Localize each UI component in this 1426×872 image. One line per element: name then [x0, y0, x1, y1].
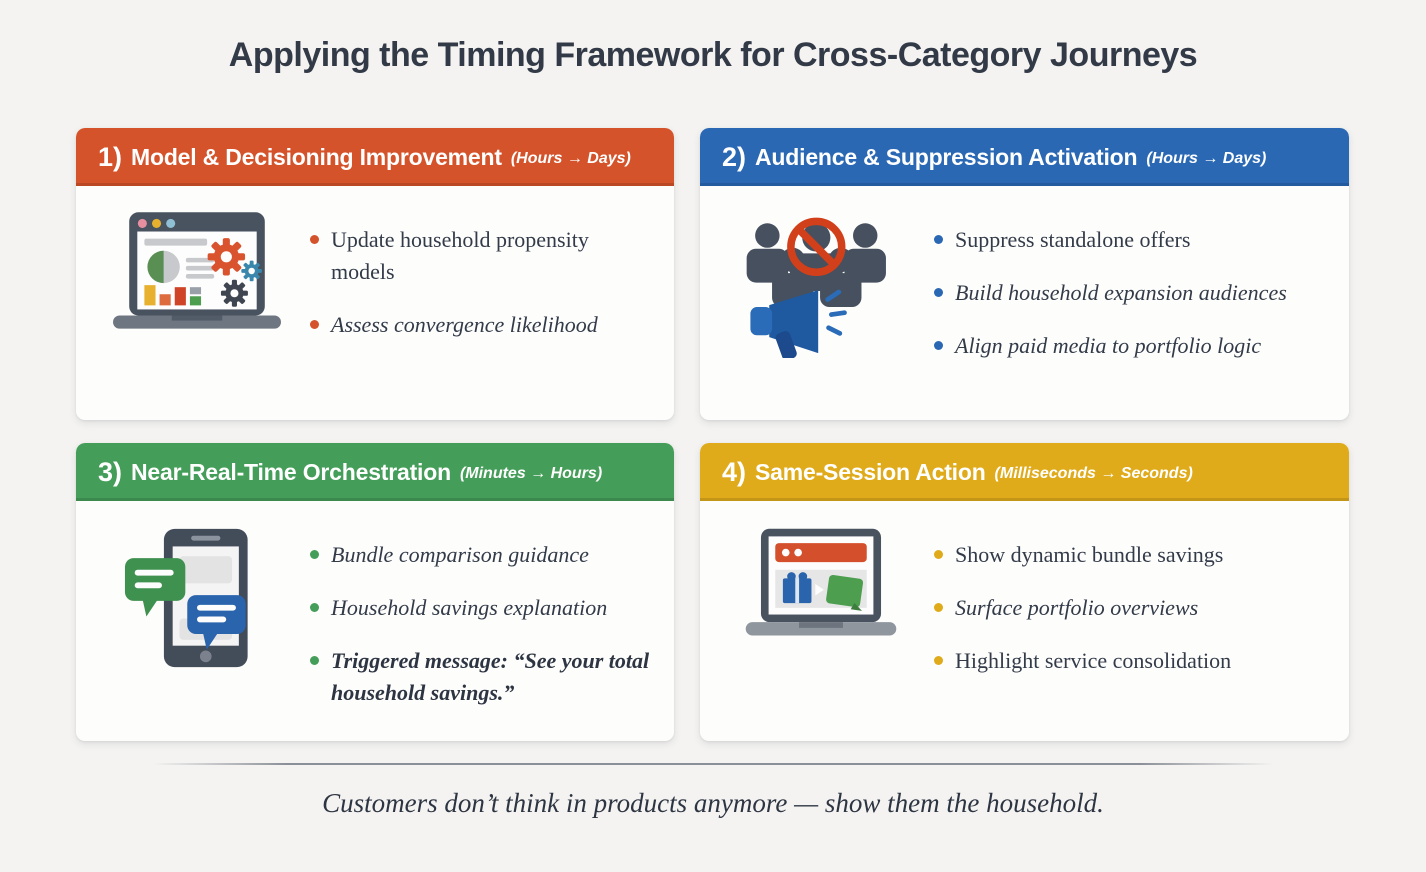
bullet-item: Update household propensity models [310, 224, 656, 288]
bullet-text: Surface portfolio overviews [955, 594, 1199, 620]
card-header: 2) Audience & Suppression Activation (Ho… [700, 128, 1349, 186]
bullet-list: Suppress standalone offers Build househo… [934, 224, 1331, 383]
bullet-item: Assess convergence likelihood [310, 309, 656, 341]
bullet-item: Highlight service consolidation [934, 645, 1331, 677]
bullet-dot [310, 550, 319, 559]
bullet-item: Suppress standalone offers [934, 224, 1331, 256]
bullet-dot [934, 655, 943, 665]
cards-grid: 1) Model & Decisioning Improvement (Hour… [76, 128, 1349, 741]
card-header: 1) Model & Decisioning Improvement (Hour… [76, 128, 674, 186]
card-audience-suppression: 2) Audience & Suppression Activation (Ho… [700, 128, 1349, 420]
bullet-text: Build household expansion audiences [955, 279, 1287, 305]
card-body: Suppress standalone offers Build househo… [700, 186, 1349, 420]
bullet-text: Highlight service consolidation [955, 647, 1232, 673]
bullet-text: Show dynamic bundle savings [955, 542, 1224, 567]
bullet-item: Show dynamic bundle savings [934, 539, 1331, 571]
phone-chat-icon [102, 523, 292, 671]
bullet-text: Suppress standalone offers [955, 227, 1191, 252]
bullet-text: Assess convergence likelihood [331, 311, 598, 337]
bullet-dot [310, 602, 319, 612]
bullet-text: Update household propensity models [331, 227, 589, 284]
card-title: Model & Decisioning Improvement [131, 143, 502, 170]
bullet-dot [934, 602, 943, 612]
audience-suppression-icon [726, 208, 916, 358]
bullet-item: Surface portfolio overviews [934, 592, 1331, 624]
bullet-dot [310, 319, 319, 329]
bullet-item: Align paid media to portfolio logic [934, 330, 1331, 362]
laptop-analytics-icon [102, 208, 292, 336]
card-timing: (Hours → Days) [510, 150, 631, 167]
page-title: Applying the Timing Framework for Cross-… [228, 36, 1198, 74]
card-body: Bundle comparison guidance Household sav… [76, 501, 674, 741]
bullet-list: Bundle comparison guidance Household sav… [310, 539, 656, 730]
bullet-text: Household savings explanation [331, 594, 608, 620]
card-timing: (Milliseconds → Seconds) [994, 465, 1193, 482]
card-title: Audience & Suppression Activation [755, 143, 1138, 170]
card-number: 1) [98, 141, 123, 172]
bullet-dot [934, 287, 943, 297]
card-timing: (Hours → Days) [1146, 150, 1267, 167]
bullet-text: Align paid media to portfolio logic [955, 332, 1262, 358]
bullet-list: Show dynamic bundle savings Surface port… [934, 539, 1331, 698]
bullet-dot [934, 550, 943, 559]
card-number: 4) [722, 456, 747, 487]
card-model-decisioning: 1) Model & Decisioning Improvement (Hour… [76, 128, 674, 420]
card-number: 3) [98, 456, 123, 487]
card-same-session: 4) Same-Session Action (Milliseconds → S… [700, 443, 1349, 741]
card-header: 4) Same-Session Action (Milliseconds → S… [700, 443, 1349, 501]
bullet-list: Update household propensity models Asses… [310, 224, 656, 362]
bullet-text: Triggered message: “See your total house… [331, 647, 650, 705]
card-title: Near-Real-Time Orchestration [131, 458, 451, 485]
audience-suppression-icon [746, 217, 886, 358]
bullet-item: Build household expansion audiences [934, 277, 1331, 309]
tagline: Customers don’t think in products anymor… [322, 788, 1104, 818]
card-title: Same-Session Action [755, 458, 986, 485]
laptop-analytics-icon [113, 212, 281, 329]
divider [153, 763, 1273, 765]
card-header: 3) Near-Real-Time Orchestration (Minutes… [76, 443, 674, 501]
card-timing: (Minutes → Hours) [459, 465, 603, 482]
card-number: 2) [722, 141, 747, 172]
phone-chat-icon [124, 528, 248, 668]
bullet-dot [310, 655, 319, 665]
bullet-dot [310, 235, 319, 244]
bullet-item: Triggered message: “See your total house… [310, 645, 656, 709]
card-near-real-time: 3) Near-Real-Time Orchestration (Minutes… [76, 443, 674, 741]
bullet-item: Bundle comparison guidance [310, 539, 656, 571]
laptop-offer-icon [745, 528, 897, 636]
bullet-text: Bundle comparison guidance [331, 542, 589, 567]
bullet-dot [934, 340, 943, 350]
laptop-offer-icon [726, 523, 916, 645]
bullet-dot [934, 235, 943, 244]
card-body: Show dynamic bundle savings Surface port… [700, 501, 1349, 741]
card-body: Update household propensity models Asses… [76, 186, 674, 420]
bullet-item: Household savings explanation [310, 592, 656, 624]
